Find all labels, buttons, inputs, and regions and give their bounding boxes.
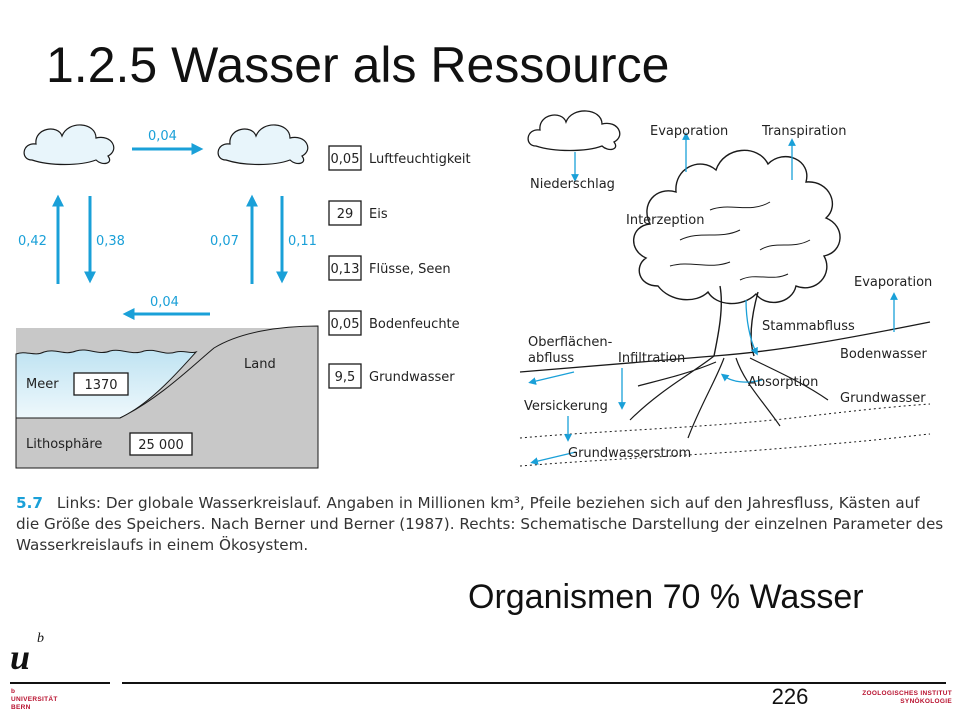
surface-runoff-arrow — [528, 371, 575, 385]
sea-value: 1370 — [84, 378, 117, 393]
runoff-value: 0,04 — [150, 295, 179, 310]
storage-value: 9,5 — [335, 370, 356, 385]
absorption-label: Absorption — [748, 375, 818, 390]
storage-box — [328, 363, 362, 389]
storage-legend: 0,05 Luftfeuchtigkeit 29 Eis 0,13 Flüsse… — [328, 145, 471, 389]
tree-roots — [629, 355, 829, 439]
evaporation-ground-label: Evaporation — [854, 275, 932, 290]
infiltration-label: Infiltration — [618, 351, 685, 366]
transpiration-label: Transpiration — [761, 124, 846, 139]
storage-value: 0,05 — [331, 317, 360, 332]
storage-box — [328, 255, 362, 281]
groundwater-table — [519, 433, 931, 467]
land-evaporation-value: 0,07 — [210, 234, 239, 249]
ocean-evaporation-value: 0,42 — [18, 234, 47, 249]
page-title: 1.2.5 Wasser als Ressource — [46, 37, 670, 93]
cloud-ocean-icon — [23, 124, 115, 166]
grundwasserstrom-label: Grundwasserstrom — [568, 446, 691, 461]
storage-label: Grundwasser — [369, 370, 455, 385]
lithosphere-label: Lithosphäre — [26, 437, 102, 452]
storage-label: Flüsse, Seen — [369, 262, 451, 277]
university-small-b: b — [11, 688, 16, 695]
university-logo-u: u — [10, 637, 31, 677]
land-precipitation-value: 0,11 — [288, 234, 317, 249]
evaporation-crown-label: Evaporation — [650, 124, 728, 139]
sea-label: Meer — [26, 377, 59, 392]
institute-name: ZOOLOGISCHES INSTITUT SYNÖKOLOGIE — [846, 690, 952, 706]
university-line2: BERN — [11, 704, 31, 711]
organism-water-note: Organismen 70 % Wasser — [468, 578, 864, 616]
groundwater-flow-arrow — [530, 451, 577, 465]
figure-number: 5.7 — [16, 494, 43, 512]
ecosystem-water-cycle-diagram: Niederschlag Evaporation Transpiration I… — [519, 110, 932, 467]
storage-label: Bodenfeuchte — [369, 317, 460, 332]
tree-crown-detail — [669, 201, 811, 281]
institute-line1: ZOOLOGISCHES INSTITUT — [862, 690, 952, 697]
footer-rule-left — [10, 682, 110, 684]
absorption-arrow — [720, 373, 763, 383]
university-line1: UNIVERSITÄT — [11, 696, 58, 703]
caption-text: Links: Der globale Wasserkreislauf. Anga… — [16, 494, 944, 554]
atmosphere-transport-value: 0,04 — [148, 129, 177, 144]
cloud-icon — [527, 110, 621, 152]
land-label: Land — [244, 357, 276, 372]
sea-storage-box — [73, 372, 129, 396]
storage-value: 0,05 — [331, 152, 360, 167]
university-logo-b: b — [37, 631, 44, 646]
institute-line2: SYNÖKOLOGIE — [900, 698, 952, 705]
stammabfluss-label: Stammabfluss — [762, 319, 855, 334]
oberflaechenabfluss-label-2: abfluss — [528, 351, 574, 366]
versickerung-label: Versickerung — [524, 399, 608, 414]
ocean-precipitation-value: 0,38 — [96, 234, 125, 249]
storage-value: 0,13 — [331, 262, 360, 277]
lithosphere-storage-box — [129, 432, 193, 456]
grundwasser-label: Grundwasser — [840, 391, 926, 406]
stemflow-arrow — [745, 299, 758, 356]
storage-value: 29 — [337, 207, 354, 222]
storage-label: Luftfeuchtigkeit — [369, 152, 471, 167]
page-number: 226 — [771, 684, 809, 709]
cloud-land-icon — [217, 124, 309, 166]
interzeption-label: Interzeption — [626, 213, 705, 228]
storage-box — [328, 145, 362, 171]
lithosphere-value: 25 000 — [138, 438, 184, 453]
storage-label: Eis — [369, 207, 388, 222]
niederschlag-label: Niederschlag — [530, 177, 615, 192]
ground-surface — [519, 321, 931, 373]
bodenwasser-label: Bodenwasser — [840, 347, 928, 362]
storage-box — [328, 310, 362, 336]
university-name: b UNIVERSITÄT BERN — [11, 688, 58, 712]
global-water-cycle-diagram: Land Meer 1370 Lithosphäre 25 000 0,04 0… — [15, 124, 471, 469]
storage-box — [328, 200, 362, 226]
footer-rule-right — [122, 682, 946, 684]
land — [15, 325, 319, 469]
oberflaechenabfluss-label-1: Oberflächen- — [528, 335, 613, 350]
